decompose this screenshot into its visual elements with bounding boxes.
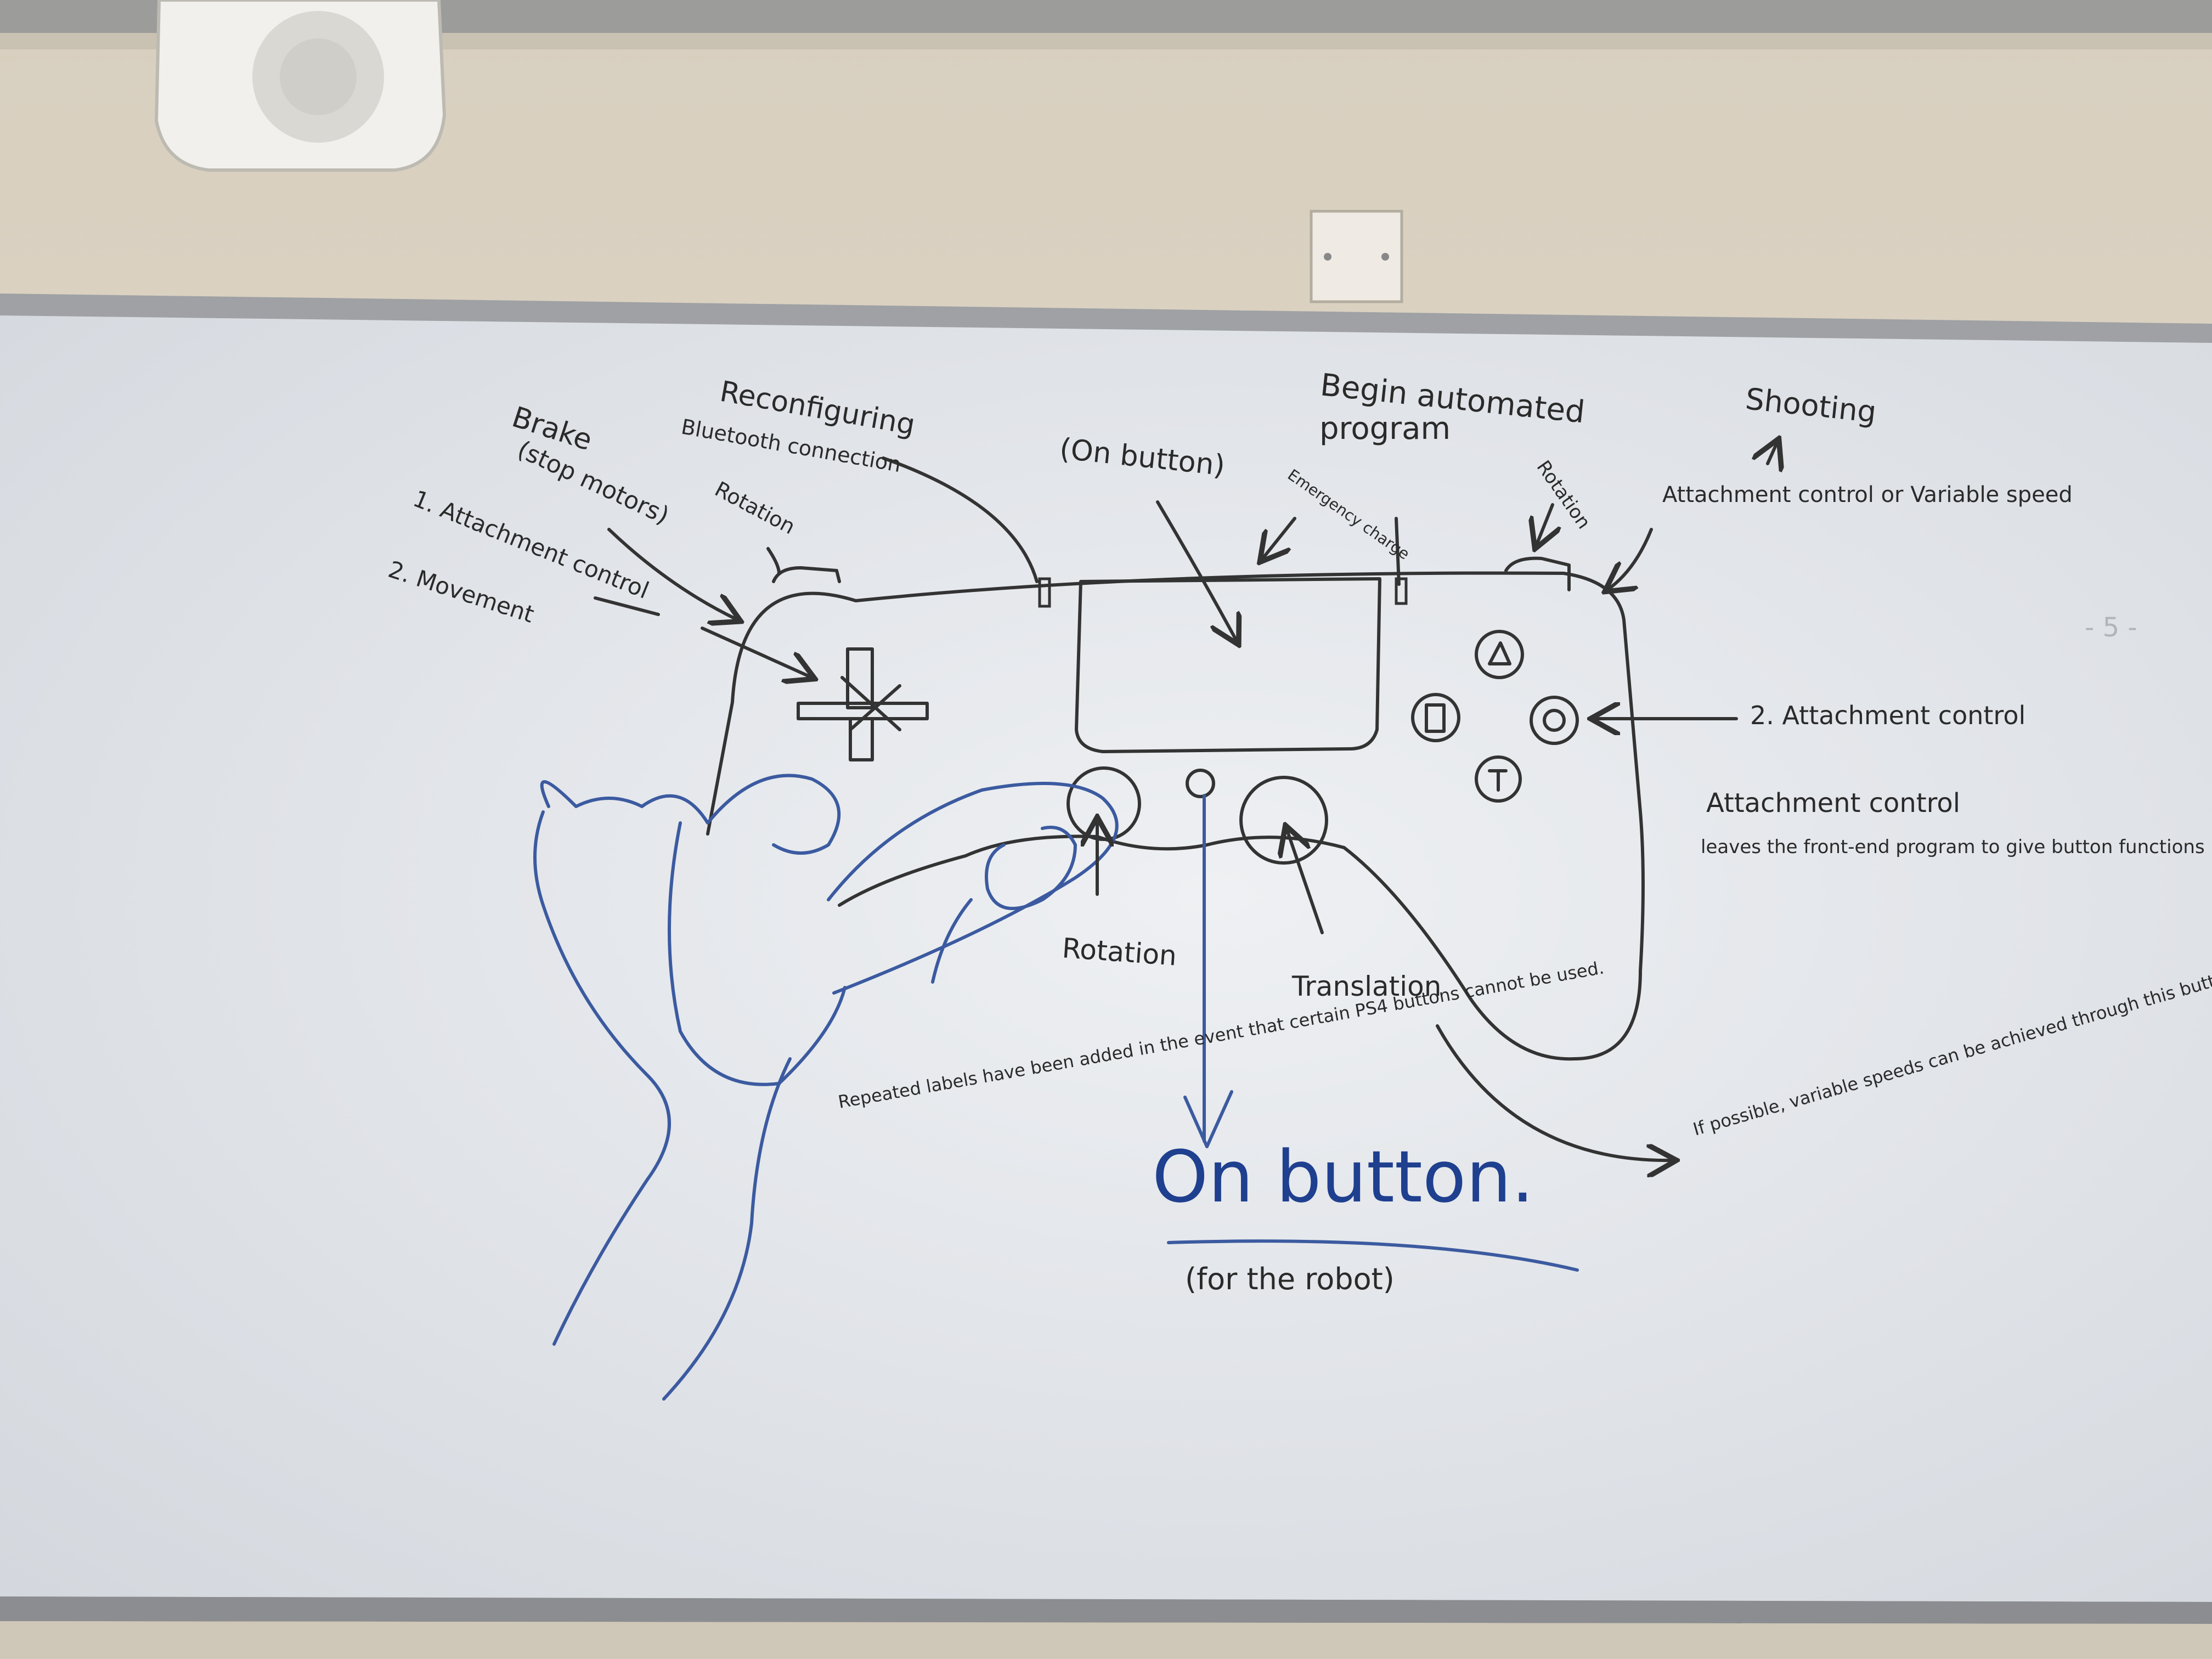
attachment-note-title: Attachment control: [1706, 788, 1960, 819]
square-button-icon: [1411, 693, 1460, 742]
on-button-big-label: On button.: [1152, 1135, 1534, 1218]
attachment-note-body: leaves the front-end program to give but…: [1701, 836, 2205, 858]
margin-mark: - 5 -: [2085, 612, 2137, 643]
ps-home-icon: [1186, 769, 1215, 798]
wall-plate-icon: [1310, 210, 1403, 303]
attachment-control-2-label: 2. Attachment control: [1750, 701, 2025, 730]
cross-button-icon: [1475, 755, 1522, 803]
program-label: program: [1319, 411, 1451, 447]
annotation-arrows: [594, 442, 1778, 1272]
attachment-control-top-label: Attachment control or Variable speed: [1662, 482, 2073, 507]
for-robot-label: (for the robot): [1185, 1262, 1395, 1296]
translation-stick-label: Translation: [1291, 970, 1441, 1002]
controller-drawing: [706, 556, 1645, 1061]
speaker-icon: [154, 0, 447, 172]
dpad-icon: [797, 647, 929, 761]
whiteboard: [0, 294, 2212, 1659]
hand-drawing: [533, 774, 1119, 1401]
triangle-button-icon: [1475, 630, 1524, 679]
circle-button-icon: [1530, 696, 1579, 745]
